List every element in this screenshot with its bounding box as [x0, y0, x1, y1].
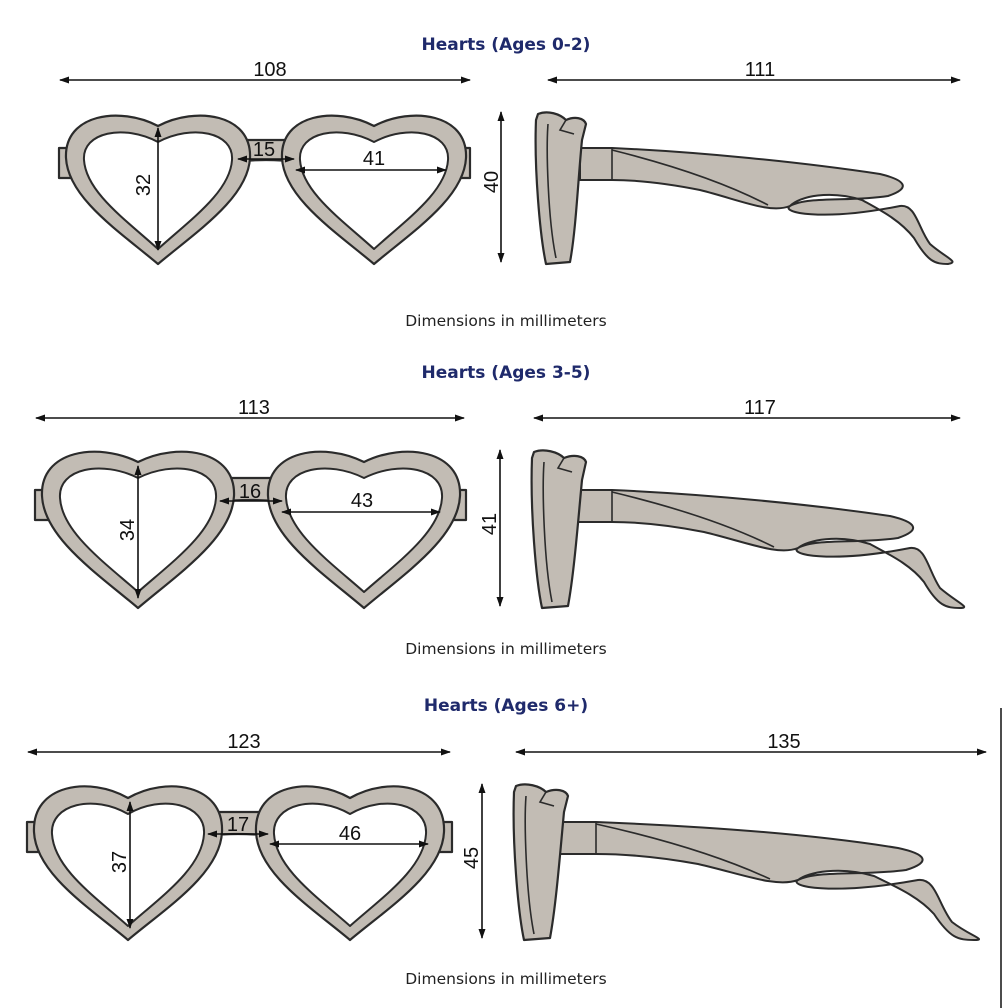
frame-height-label: 45	[461, 847, 483, 869]
units-caption: Dimensions in millimeters	[405, 312, 606, 330]
temple-arm	[559, 821, 980, 941]
bridge-width-label: 17	[227, 814, 249, 836]
side-view: 111 40	[481, 59, 961, 266]
side-view: 135 45	[461, 731, 987, 942]
front-view: 108 32 15 41	[57, 59, 472, 266]
size-section-ages-0-2: Hearts (Ages 0-2) 108 32 15 41 111 40	[57, 35, 961, 330]
bridge-width-label: 16	[239, 481, 261, 503]
section-title: Hearts (Ages 6+)	[424, 696, 588, 716]
lens-height-label: 37	[109, 851, 131, 873]
temple-length-label: 117	[744, 397, 776, 419]
lens-width-label: 43	[351, 490, 373, 512]
lens-height-label: 34	[117, 519, 139, 541]
section-title: Hearts (Ages 3-5)	[422, 363, 591, 383]
right-lens	[272, 802, 428, 927]
temple-arm	[575, 489, 966, 609]
front-profile-notch	[538, 791, 555, 807]
temple-crease	[595, 823, 771, 880]
temple-crease	[611, 149, 769, 206]
front-profile	[534, 111, 588, 266]
lens-width-label: 46	[339, 823, 361, 845]
front-profile	[512, 783, 570, 942]
total-width-label: 123	[227, 731, 260, 753]
front-profile-notch	[556, 457, 573, 473]
total-width-label: 108	[253, 59, 286, 81]
front-view: 113 34 16 43	[33, 397, 468, 610]
units-caption: Dimensions in millimeters	[405, 970, 606, 988]
size-section-ages-6-plus: Hearts (Ages 6+) 123 37 17 46 135 45	[25, 696, 1002, 1008]
side-view: 117 41	[479, 397, 966, 610]
temple-length-label: 135	[767, 731, 800, 753]
temple-length-label: 111	[745, 59, 775, 81]
temple-crease	[611, 491, 775, 548]
front-view: 123 37 17 46	[25, 731, 454, 942]
total-width-label: 113	[238, 397, 270, 419]
front-profile	[530, 449, 588, 610]
section-title: Hearts (Ages 0-2)	[422, 35, 591, 55]
front-profile-inner-edge	[542, 461, 553, 603]
lens-width-label: 41	[363, 148, 385, 170]
units-caption: Dimensions in millimeters	[405, 640, 606, 658]
bridge-width-label: 15	[253, 139, 275, 161]
frame-height-label: 41	[479, 513, 501, 535]
right-lens	[284, 467, 444, 593]
size-section-ages-3-5: Hearts (Ages 3-5) 113 34 16 43 117 41	[33, 363, 966, 658]
right-lens	[298, 131, 450, 250]
frame-height-label: 40	[481, 171, 503, 193]
front-profile-notch	[558, 119, 575, 135]
front-profile-inner-edge	[546, 123, 557, 259]
lens-height-label: 32	[133, 174, 155, 196]
front-profile-inner-edge	[524, 795, 535, 935]
temple-arm	[579, 147, 954, 265]
